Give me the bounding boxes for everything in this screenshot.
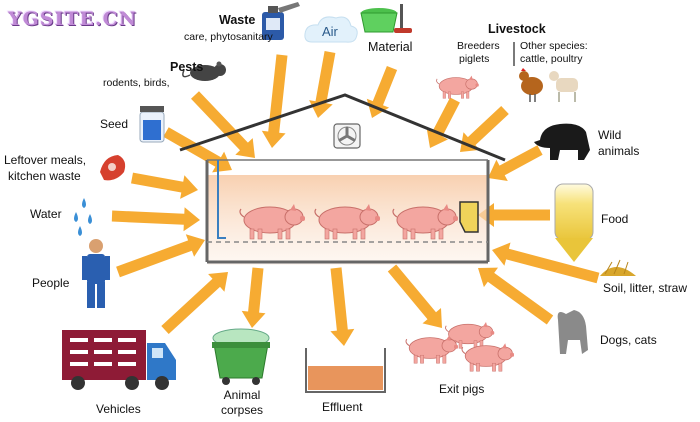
arrow-leftover [131,172,198,199]
water-label: Water [30,207,62,221]
arrow-food [478,203,550,227]
breeder-pig [436,75,479,99]
seed-vial-icon [139,106,165,143]
corpses-label-line1: Animal [223,388,261,402]
feeder [459,201,479,233]
arrow-dogs [478,267,554,325]
exit-pig-3 [461,343,514,372]
bear-icon [534,123,590,160]
food-silo-icon [554,183,594,262]
corpses-label-line2: corpses [220,403,264,417]
exit-pig-2 [405,335,458,364]
arrow-people [116,234,205,278]
spray-bottle-icon [262,2,300,40]
pests-label: Pests [170,60,204,74]
dogs-cats-label: Dogs, cats [600,333,657,347]
piglets-label: piglets [459,53,490,65]
rat-icon [182,61,226,81]
air-label: Air [322,24,338,39]
exit-pigs-label: Exit pigs [439,382,485,396]
arrow-wild [488,145,543,181]
arrow-pests [191,91,255,158]
leftover-label-line2: kitchen waste [8,169,81,183]
breeder-pig-icon [436,75,479,99]
food-label: Food [601,212,629,226]
barn-pig-1 [239,204,305,240]
cattle-poultry-label: cattle, poultry [520,53,583,65]
other-species-label: Other species: [520,40,588,52]
straw-icon [600,259,636,276]
arrows-group [111,51,600,346]
arrow-air [309,51,336,118]
material-icon [360,4,412,33]
arrow-water [111,207,200,232]
water-drops-icon [74,198,92,236]
arrow-corpses [241,267,266,328]
soil-label: Soil, litter, straw [603,281,688,295]
arrow-waste [261,54,288,148]
corpse-bin-icon [212,328,270,385]
arrow-material [366,66,398,118]
effluent-tank-icon [305,348,386,393]
exit-pig-1 [445,322,495,349]
arrow-vehicles [161,272,228,334]
cat-icon [557,310,588,354]
arrow-exit [387,264,442,328]
people-label: People [32,276,70,290]
calf-icon [549,71,578,102]
arrow-soil [492,242,600,284]
livestock-label: Livestock [488,22,546,36]
cloud-icon [304,16,358,43]
exit-pigs-group [405,322,514,372]
truck-icon [62,330,176,390]
barn-pig-2 [314,204,380,240]
arrow-other [460,106,509,152]
seed-label: Seed [100,117,129,131]
water-pipe [217,160,226,239]
waste-label: Waste [219,13,256,27]
vehicles-label: Vehicles [96,402,141,416]
barn [179,93,506,265]
leftover-label-line1: Leftover meals, [4,153,87,167]
arrow-seed [163,127,232,173]
barn-pigs [239,204,458,240]
breeders-label: Breeders [457,40,500,52]
arrow-effluent [330,267,355,346]
waste-sub-label: care, phytosanitary [184,31,273,43]
person-icon [82,239,110,308]
watermark-logo: YGSITE.CN [8,8,138,30]
arrow-breeders [426,97,460,148]
fan-icon [333,123,361,149]
wild-animals-label-line1: Wild [598,128,622,142]
pests-sub-label: rodents, birds, [103,77,170,89]
barn-pig-3 [392,204,458,240]
effluent-label: Effluent [322,400,363,414]
meat-icon [100,155,126,181]
barn-roof [179,93,506,162]
wild-animals-label-line2: animals [598,144,640,158]
material-label: Material [368,40,413,54]
hen-icon [519,68,543,102]
